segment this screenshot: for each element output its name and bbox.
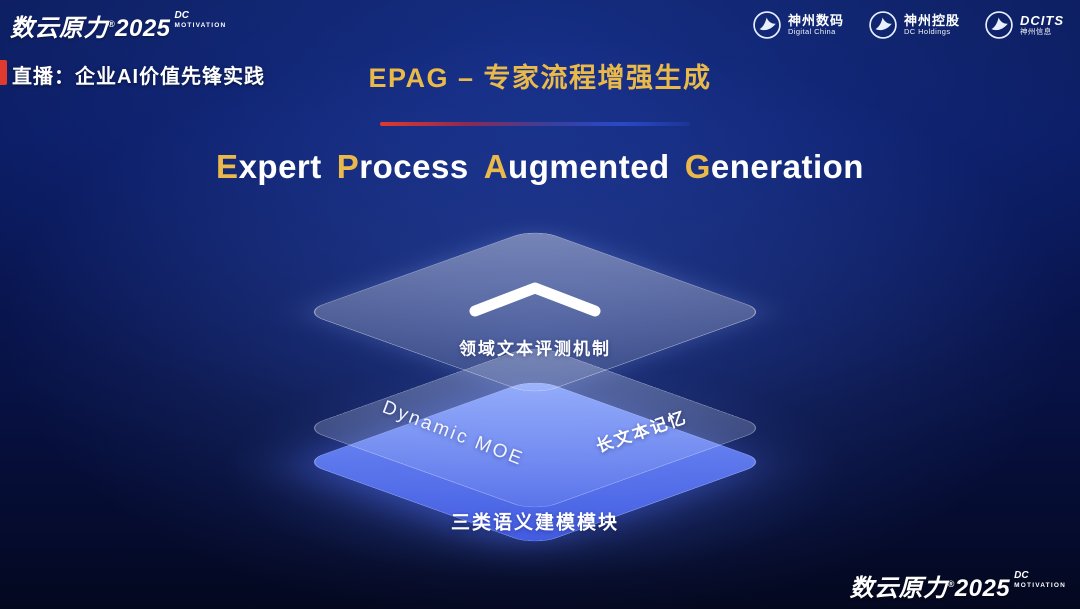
title-rest: ugmented (508, 148, 670, 185)
partner-name: 神州数码 (787, 12, 844, 28)
partner-name: DCITS (1020, 12, 1064, 28)
brand-name-text: 数云原力 (10, 15, 108, 42)
title-word: Augmented (484, 148, 670, 186)
brand-logo-bottom-right: 数云原力®2025 DC MOTIVATION (850, 568, 1066, 603)
brand-name-text: 数云原力 (849, 575, 948, 602)
title-rest: rocess (359, 148, 469, 185)
swoosh-icon (753, 11, 781, 39)
brand-name: 数云原力®2025 (10, 8, 171, 43)
brand-motivation: MOTIVATION (174, 22, 227, 29)
chevron-up-icon (469, 282, 601, 317)
title-word: Generation (685, 148, 864, 186)
partner-name: 神州控股 (903, 12, 960, 28)
bottom-layer-label: 三类语义建模模块 (450, 512, 620, 534)
partner-text: DCITS 神州信息 (1020, 12, 1064, 37)
title-word: Process (337, 148, 469, 186)
partner-text: 神州控股 DC Holdings (903, 12, 960, 37)
partner-subname: Digital China (787, 27, 836, 37)
partner-logos: 神州数码 Digital China 神州控股 DC Holdings DCIT… (752, 10, 1064, 40)
brand-year: 2025 (115, 15, 171, 42)
swoosh-icon (985, 11, 1013, 39)
partner-logo-dc-holdings: 神州控股 DC Holdings (868, 10, 960, 40)
swoosh-icon (869, 11, 897, 39)
live-accent-bar (0, 60, 7, 85)
title-initial: A (483, 148, 509, 185)
title-word: Expert (216, 148, 322, 186)
title-initial: P (336, 148, 360, 185)
top-layer-label: 领域文本评测机制 (459, 339, 611, 359)
brand-subtitle: DC MOTIVATION (175, 11, 227, 30)
partner-logo-digital-china: 神州数码 Digital China (752, 10, 844, 40)
title-initial: E (216, 148, 239, 185)
brand-dc: DC (174, 10, 189, 21)
partner-text: 神州数码 Digital China (787, 12, 844, 37)
brand-reg-mark: ® (108, 19, 116, 29)
brand-year: 2025 (954, 575, 1011, 602)
brand-dc: DC (1014, 570, 1029, 581)
brand-reg-mark: ® (947, 579, 955, 589)
brand-name: 数云原力®2025 (850, 568, 1011, 603)
brand-motivation: MOTIVATION (1014, 582, 1066, 589)
brand-subtitle: DC MOTIVATION (1014, 571, 1066, 590)
live-label: 直播：企业AI价值先锋实践 (12, 66, 265, 88)
partner-logo-dcits: DCITS 神州信息 (984, 10, 1064, 40)
page-title-en: Expert Process Augmented Generation (0, 148, 1080, 186)
gradient-divider (380, 122, 690, 126)
title-rest: eneration (710, 148, 864, 185)
title-initial: G (684, 148, 711, 185)
brand-logo-top-left: 数云原力®2025 DC MOTIVATION (10, 8, 226, 43)
partner-subname: 神州信息 (1020, 27, 1052, 37)
page-title-zh: EPAG – 专家流程增强生成 (368, 63, 712, 93)
partner-subname: DC Holdings (903, 27, 951, 37)
title-rest: xpert (238, 148, 322, 185)
